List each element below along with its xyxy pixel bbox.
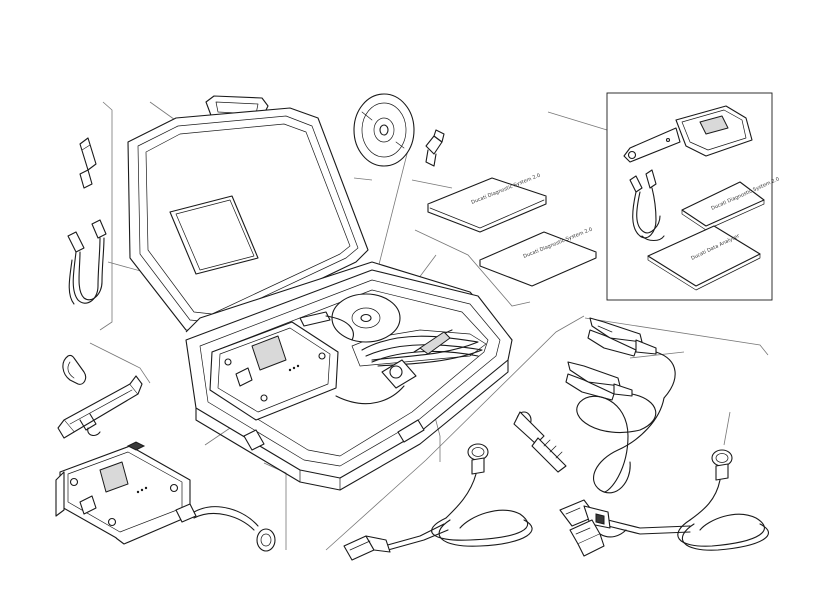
battery-clamps xyxy=(565,317,676,494)
diagnostic-cable-right xyxy=(559,449,769,557)
panel-cable xyxy=(629,169,665,242)
data-logger-device xyxy=(623,105,753,163)
panel-manual-2: Ducati Data Analyser xyxy=(647,225,761,291)
cd-disc xyxy=(353,93,415,167)
accessory-panel: Ducati Diagnostic System 2.0 Ducati Data… xyxy=(606,92,780,301)
diagnostic-cable-center xyxy=(343,443,533,561)
panel-manual-1: Ducati Diagnostic System 2.0 xyxy=(681,176,780,231)
usb-cable-left xyxy=(67,219,107,305)
shoulder-strap xyxy=(57,375,143,439)
usb-stick-top xyxy=(425,129,445,167)
dds-main-unit xyxy=(55,441,276,552)
accessory-panel-border xyxy=(606,92,773,301)
manual-2: Ducati Diagnostic System 2.0 xyxy=(479,227,597,287)
carrying-case xyxy=(127,95,513,491)
carabiner xyxy=(62,354,87,385)
usb-stick-left xyxy=(79,137,97,189)
sensor-probe xyxy=(513,411,567,473)
manual-1: Ducati Diagnostic System 2.0 xyxy=(427,173,547,233)
